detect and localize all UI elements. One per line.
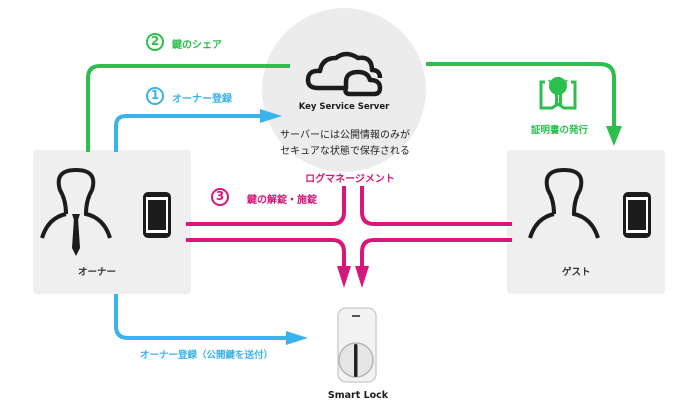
step-2-badge: 2: [146, 33, 164, 51]
guest-person-icon: [528, 167, 600, 239]
certificate-icon: [539, 77, 577, 110]
owner-person-icon: [40, 167, 112, 256]
smart-lock-icon: [337, 307, 377, 383]
blue-arrowhead-server: [260, 109, 282, 123]
magenta-line-guest-top: [360, 186, 512, 226]
step-1-badge: 1: [146, 87, 164, 105]
certificate-label: 証明書の発行: [531, 125, 589, 136]
step-2-label: 鍵のシェア: [172, 40, 222, 51]
server-name: Key Service Server: [298, 102, 390, 112]
magenta-arrowhead-right: [355, 266, 369, 288]
step-1-label: オーナー登録: [172, 94, 232, 105]
magenta-line-owner-top: [186, 186, 346, 226]
owner-registration-note: オーナー登録（公開鍵を送付）: [140, 350, 274, 361]
step-3-label: 鍵の解錠・施錠: [247, 195, 317, 206]
green-line-server-to-guest: [426, 62, 616, 128]
log-management-label: ログマネージメント: [305, 174, 395, 185]
blue-arrowhead-lock: [286, 331, 308, 345]
owner-label: オーナー: [78, 267, 117, 278]
blue-line-owner-to-server: [114, 114, 262, 152]
guest-label: ゲスト: [562, 267, 591, 278]
smartphone-icon: [623, 192, 651, 238]
green-arrowhead: [606, 126, 622, 146]
smartphone-icon: [143, 192, 171, 238]
smart-lock-label: Smart Lock: [327, 390, 389, 401]
step-3-badge: 3: [211, 188, 229, 206]
magenta-arrowhead-left: [337, 266, 351, 288]
magenta-line-owner-bottom: [186, 238, 346, 268]
magenta-line-guest-bottom: [360, 238, 512, 268]
green-line-owner-to-server: [86, 64, 290, 152]
server-description-line1: サーバーには公開情報のみが: [280, 130, 410, 141]
cloud-icon: [305, 51, 383, 97]
server-description-line2: セキュアな状態で保存される: [280, 146, 410, 157]
blue-line-owner-to-lock: [114, 294, 288, 340]
